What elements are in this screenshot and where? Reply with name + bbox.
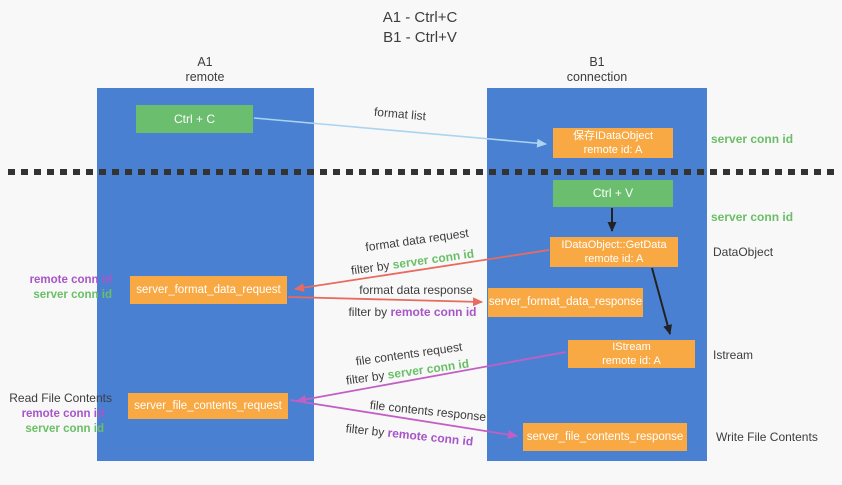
- istream-box: IStream remote id: A: [568, 340, 695, 368]
- filter-by-remote-conn-id-label-1: filter by remote conn id: [340, 305, 485, 319]
- left-remote-conn-id-label: remote conn id: [29, 274, 112, 286]
- dataobject-label: DataObject: [713, 245, 774, 259]
- right-server-conn-id-label-top: server conn id: [711, 132, 794, 146]
- right-server-conn-id-label-mid: server conn id: [711, 210, 794, 224]
- left-remote-conn-id-label-2: remote conn id: [21, 407, 104, 420]
- server-file-contents-response-box: server_file_contents_response: [523, 423, 687, 451]
- server-file-contents-request-box: server_file_contents_request: [128, 393, 288, 419]
- remote-conn-id-text: remote conn id: [390, 305, 477, 319]
- save-idataobject-line2: remote id: A: [583, 144, 643, 156]
- filter-by-text: filter by: [345, 421, 386, 440]
- diagram-title: A1 - Ctrl+C B1 - Ctrl+V: [320, 8, 520, 48]
- getdata-line1: IDataObject::GetData: [561, 239, 667, 251]
- title-line-2: B1 - Ctrl+V: [383, 29, 457, 46]
- istream-label: Istream: [713, 348, 754, 362]
- read-file-contents-label: Read File Contents: [9, 391, 112, 405]
- istream-line2: remote id: A: [602, 355, 661, 367]
- lane-b-header: B1 connection: [537, 55, 657, 85]
- lane-b-id: B1: [589, 55, 605, 69]
- getdata-line2: remote id: A: [584, 253, 644, 265]
- filter-by-text: filter by: [345, 368, 386, 388]
- lane-b-role: connection: [566, 70, 628, 84]
- server-format-data-request-box: server_format_data_request: [130, 276, 287, 304]
- format-list-label: format list: [373, 104, 427, 124]
- server-format-data-response-box: server_format_data_response: [488, 288, 643, 317]
- left-server-conn-id-label-2: server conn id: [25, 423, 104, 435]
- istream-line1: IStream: [612, 341, 651, 353]
- lane-a-id: A1: [197, 55, 213, 69]
- title-line-1: A1 - Ctrl+C: [382, 9, 458, 26]
- write-file-contents-label: Write File Contents: [716, 430, 818, 444]
- left-conn-id-labels-top: remote conn id server conn id: [0, 273, 112, 303]
- ctrl-c-box: Ctrl + C: [136, 105, 253, 133]
- file-contents-response-label: file contents response: [369, 397, 487, 425]
- save-idataobject-box: 保存IDataObject remote id: A: [553, 128, 673, 158]
- lane-a-header: A1 remote: [145, 55, 265, 85]
- server-conn-id-text: server conn id: [391, 246, 475, 272]
- lane-a-role: remote: [185, 70, 225, 84]
- format-data-response-arrow: [287, 296, 483, 307]
- dotted-divider-line: [8, 169, 834, 175]
- filter-by-text: filter by: [350, 258, 391, 278]
- ctrl-v-box: Ctrl + V: [553, 180, 673, 207]
- idataobject-getdata-box: IDataObject::GetData remote id: A: [550, 237, 678, 267]
- remote-conn-id-text: remote conn id: [386, 425, 474, 449]
- save-idataobject-line1: 保存IDataObject: [572, 130, 654, 142]
- filter-by-text: filter by: [348, 305, 388, 319]
- filter-by-remote-conn-id-label-2: filter by remote conn id: [337, 420, 483, 449]
- left-read-file-contents-group: Read File Contents remote conn id server…: [0, 391, 112, 438]
- format-data-response-label: format data response: [359, 283, 473, 297]
- left-server-conn-id-label: server conn id: [33, 289, 112, 301]
